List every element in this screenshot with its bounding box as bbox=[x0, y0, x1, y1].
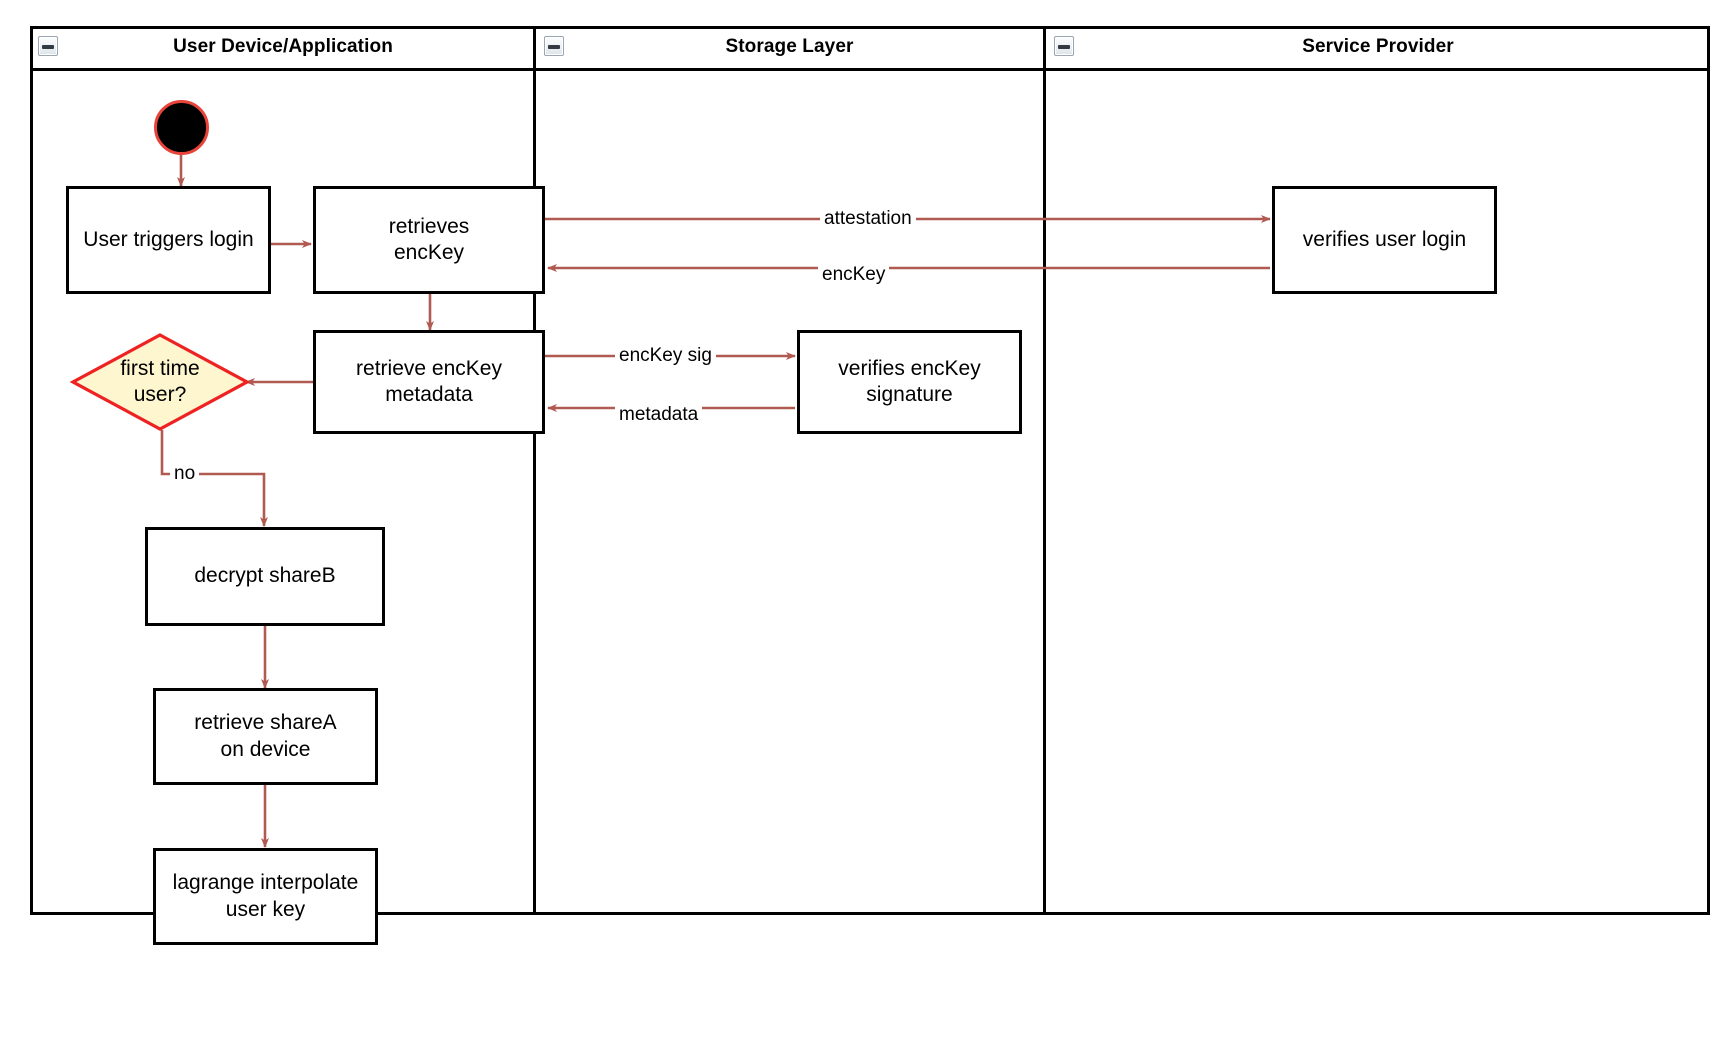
lane-title-storage-layer: Storage Layer bbox=[725, 36, 854, 57]
lane-title-user-device: User Device/Application bbox=[173, 36, 393, 57]
swimlane-header-divider bbox=[30, 68, 1710, 71]
minus-box-icon-user-device[interactable] bbox=[38, 36, 58, 56]
lane-title-service-provider: Service Provider bbox=[1302, 36, 1454, 57]
node-lagrange-interpolate-user-key[interactable]: lagrange interpolate user key bbox=[153, 848, 378, 945]
edge-label-no: no bbox=[170, 464, 200, 483]
node-first-time-user-decision[interactable]: first time user? bbox=[70, 332, 250, 432]
node-decrypt-shareb[interactable]: decrypt shareB bbox=[145, 527, 385, 626]
minus-box-icon-service-provider[interactable] bbox=[1054, 36, 1074, 56]
edge-label-metadata: metadata bbox=[615, 405, 703, 424]
node-retrieves-enckey[interactable]: retrieves encKey bbox=[313, 186, 545, 294]
decision-label: first time user? bbox=[120, 357, 200, 406]
edge-label-enckey-sig: encKey sig bbox=[615, 346, 716, 365]
lane-divider-1 bbox=[533, 26, 536, 915]
node-retrieve-sharea-on-device[interactable]: retrieve shareA on device bbox=[153, 688, 378, 785]
node-verifies-enckey-signature[interactable]: verifies encKey signature bbox=[797, 330, 1022, 434]
node-verifies-user-login[interactable]: verifies user login bbox=[1272, 186, 1497, 294]
node-retrieve-enckey-metadata[interactable]: retrieve encKey metadata bbox=[313, 330, 545, 434]
start-node bbox=[154, 100, 209, 155]
edge-label-attestation: attestation bbox=[820, 209, 916, 228]
edge-label-enckey: encKey bbox=[818, 265, 890, 284]
lane-divider-2 bbox=[1043, 26, 1046, 915]
node-user-triggers-login[interactable]: User triggers login bbox=[66, 186, 271, 294]
minus-box-icon-storage-layer[interactable] bbox=[544, 36, 564, 56]
